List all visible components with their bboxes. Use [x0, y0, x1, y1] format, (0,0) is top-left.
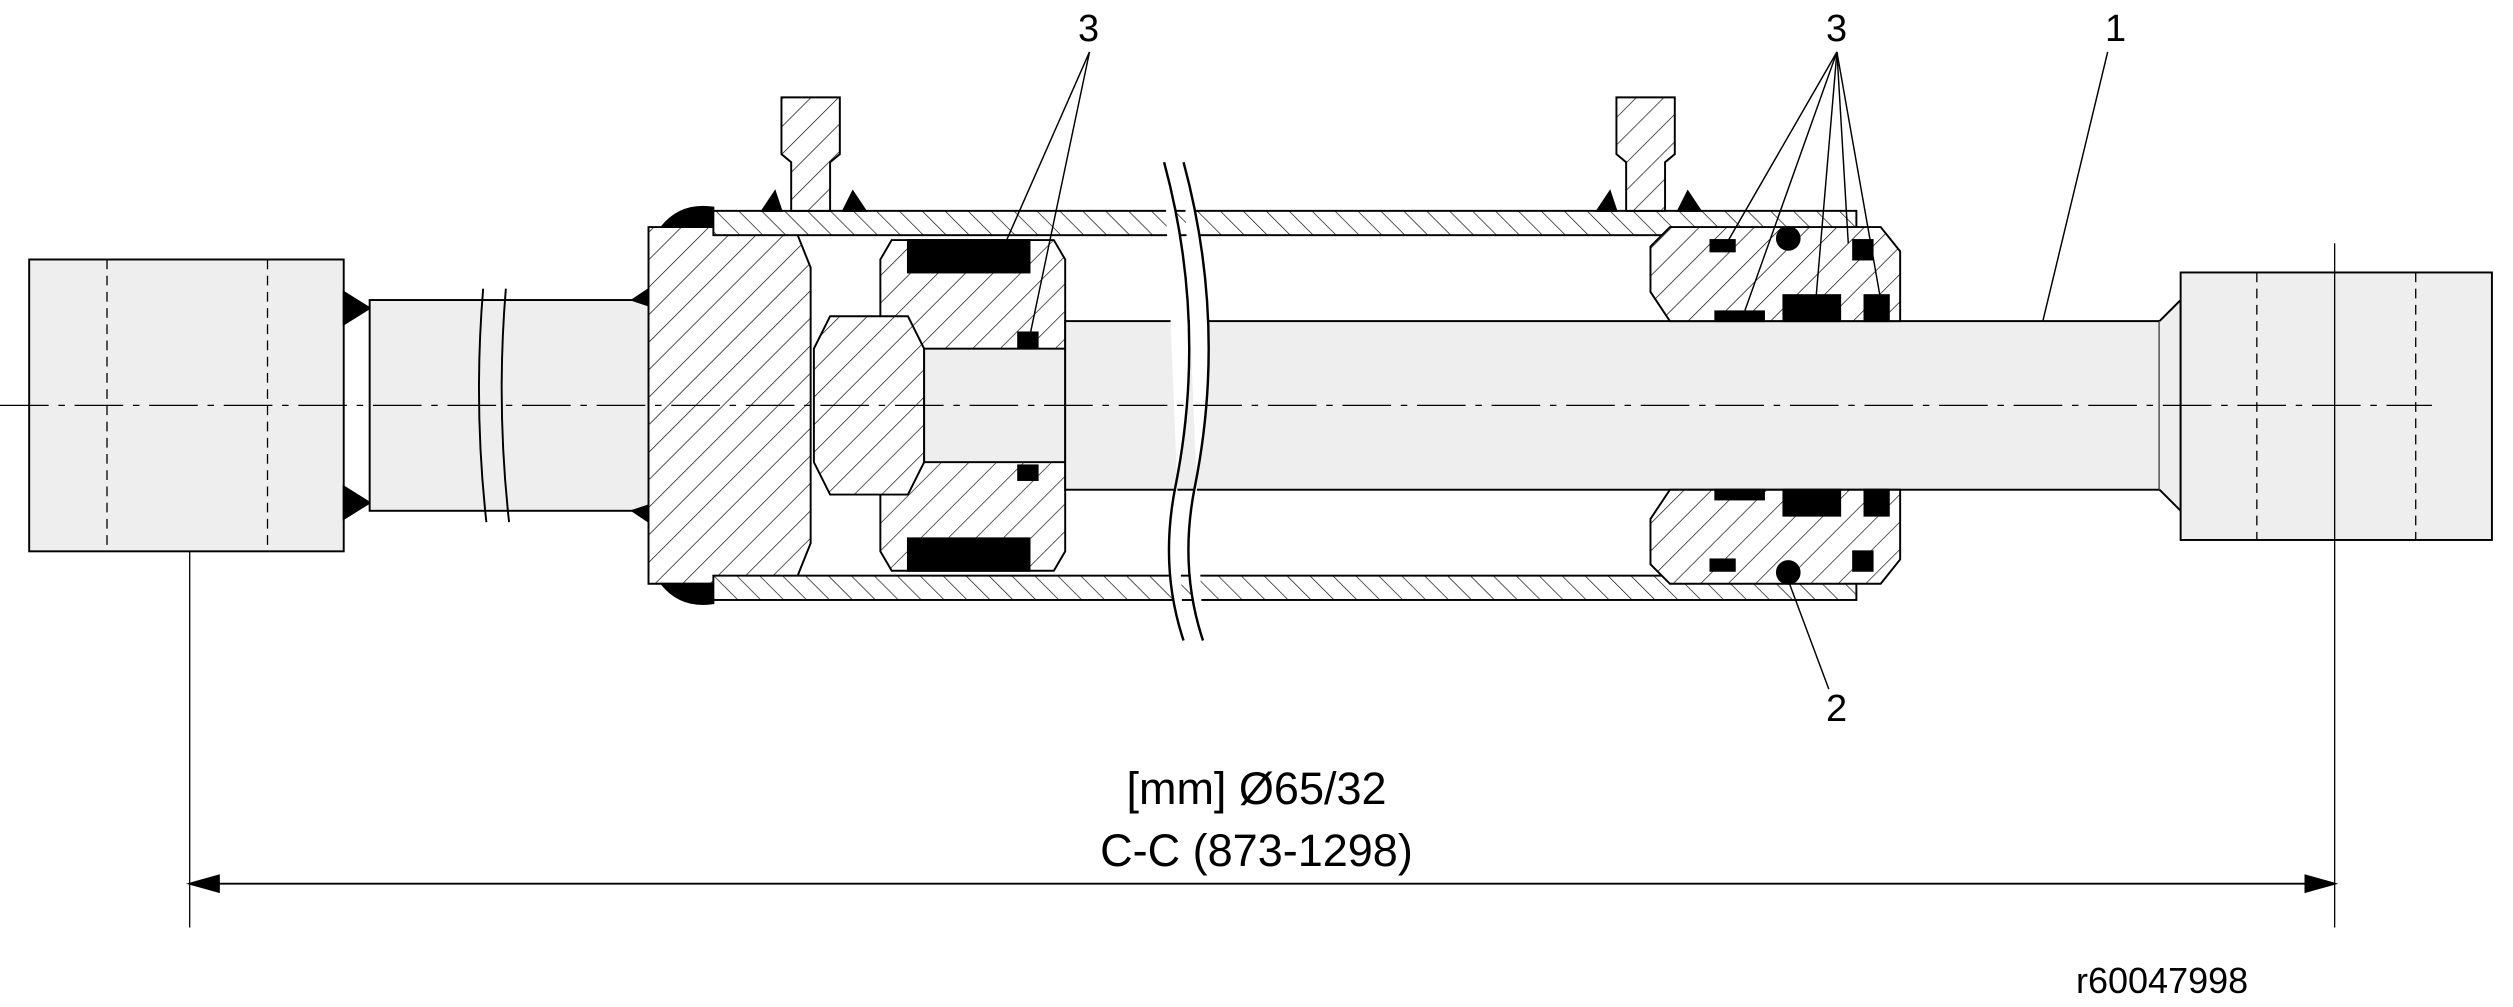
callout-1-rod: 1 — [2105, 8, 2127, 50]
callout-3-gland: 3 — [1826, 8, 1848, 50]
dimension-bore-rod: [mm] Ø65/32 — [1126, 763, 1387, 814]
port-left — [780, 96, 841, 212]
reference-code: r60047998 — [2076, 960, 2249, 1001]
right-eye — [2179, 271, 2493, 541]
callout-3-piston: 3 — [1078, 8, 1100, 50]
port-right — [1615, 96, 1676, 212]
dimension-center-to-center: C-C (873-1298) — [1100, 825, 1413, 876]
callout-2: 2 — [1826, 688, 1848, 730]
